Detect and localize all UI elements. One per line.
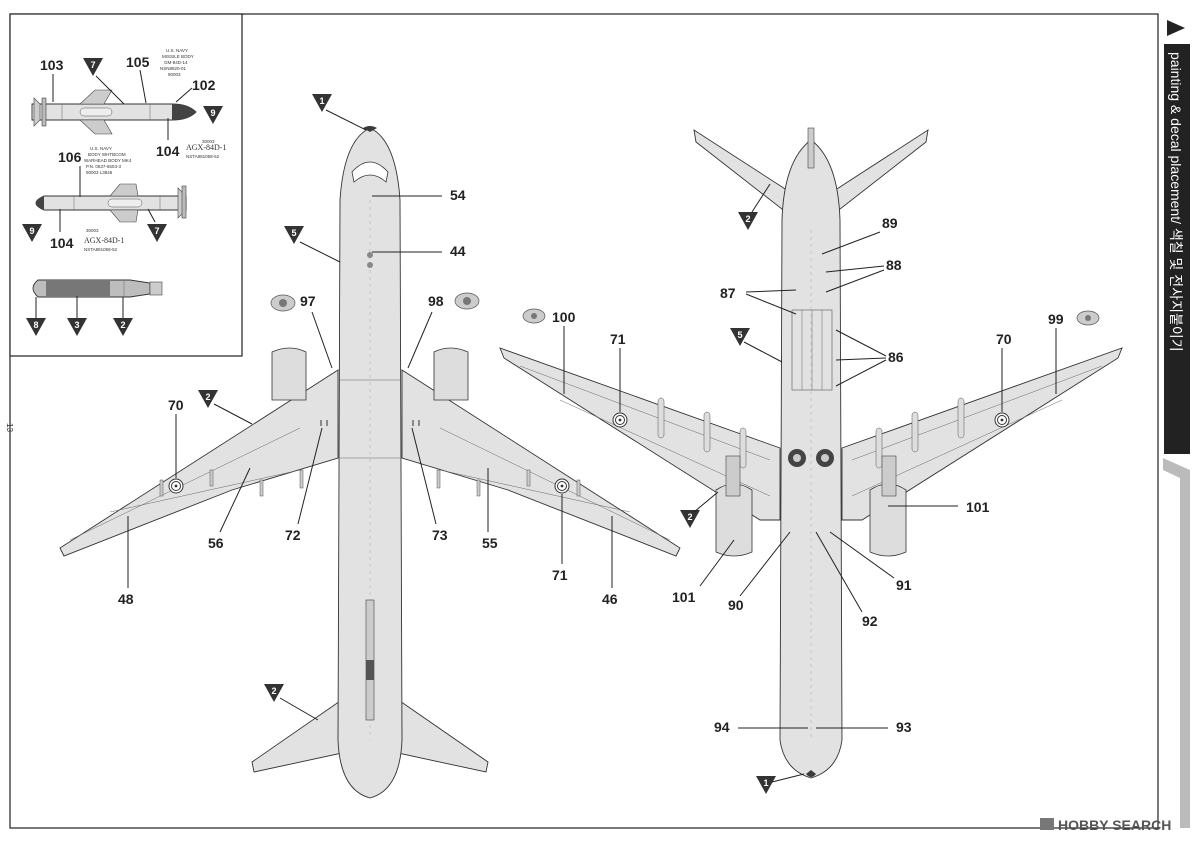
svg-text:7: 7 <box>90 60 95 70</box>
aircraft-top-view <box>59 126 681 799</box>
page-number: 13 <box>5 423 14 432</box>
callout-number: 104 <box>50 235 74 251</box>
callout-number: 93 <box>896 719 912 735</box>
callout-number: 106 <box>58 149 82 165</box>
aircraft-bottom-view <box>499 127 1123 779</box>
top-view-callouts: 54 44 97 98 70 72 73 56 55 71 48 46 1 5 … <box>118 94 618 721</box>
decal-text: 30003 <box>86 228 99 233</box>
decal-text: WARHEAD BODY MK4 <box>84 158 132 163</box>
callout-number: 100 <box>552 309 576 325</box>
svg-text:7: 7 <box>154 226 159 236</box>
missile-inset: U.S. NAVY MISSILE BODY GM-84D-14 NSN8820… <box>9 13 243 357</box>
watermark: HOBBY SEARCH <box>1040 817 1171 833</box>
decal-text: NSTA881058-52 <box>186 154 220 159</box>
decal-text: U.S. NAVY <box>166 48 188 53</box>
paint-step-marker: 5 <box>730 328 750 346</box>
svg-text:2: 2 <box>205 392 210 402</box>
paint-step-marker: 9 <box>203 106 223 124</box>
callout-number: 91 <box>896 577 912 593</box>
callout-number: 90 <box>728 597 744 613</box>
callout-number: 98 <box>428 293 444 309</box>
missile-1 <box>31 89 197 135</box>
bottom-view-callouts: 89 88 87 86 100 71 70 99 101 101 90 91 9… <box>552 183 1064 794</box>
decal-text: 30003 <box>202 139 215 144</box>
paint-step-marker: 2 <box>680 510 700 528</box>
callout-number: 73 <box>432 527 448 543</box>
callout-number: 104 <box>156 143 180 159</box>
callout-number: 101 <box>966 499 990 515</box>
callout-number: 94 <box>714 719 730 735</box>
paint-step-marker: 1 <box>312 94 332 112</box>
callout-number: 70 <box>168 397 184 413</box>
svg-text:8: 8 <box>33 320 38 330</box>
callout-number: 71 <box>552 567 568 583</box>
decal-text: NSTA881058-52 <box>84 247 118 252</box>
paint-step-marker: 2 <box>198 390 218 408</box>
svg-text:2: 2 <box>120 320 125 330</box>
svg-text:3: 3 <box>74 320 79 330</box>
callout-number: 102 <box>192 77 216 93</box>
callout-number: 54 <box>450 187 466 203</box>
side-title-bar: painting & decal placement/ 색칠 및 전사지붙이기 <box>1163 14 1190 828</box>
paint-step-marker: 3 <box>67 318 87 336</box>
callout-number: 70 <box>996 331 1012 347</box>
callout-number: 101 <box>672 589 696 605</box>
callout-number: 55 <box>482 535 498 551</box>
watermark-text: HOBBY SEARCH <box>1058 817 1171 833</box>
svg-text:1: 1 <box>763 778 768 788</box>
svg-text:5: 5 <box>291 228 296 238</box>
decal-text: P.N. 0637-6503-3 <box>86 164 121 169</box>
callout-number: 103 <box>40 57 64 73</box>
paint-step-marker: 2 <box>738 212 758 230</box>
callout-number: 97 <box>300 293 316 309</box>
callout-number: 88 <box>886 257 902 273</box>
callout-number: 86 <box>888 349 904 365</box>
decal-text: GM-84D-14 <box>164 60 188 65</box>
paint-step-marker: 2 <box>113 318 133 336</box>
decal-text: U.S. NAVY <box>90 146 112 151</box>
callout-number: 105 <box>126 54 150 70</box>
callout-number: 46 <box>602 591 618 607</box>
missile-2 <box>35 183 187 223</box>
paint-step-marker: 8 <box>26 318 46 336</box>
missile-3 <box>32 279 163 298</box>
paint-step-marker: 1 <box>756 776 776 794</box>
svg-text:2: 2 <box>687 512 692 522</box>
decal-designation: AGX-84D-1 <box>84 236 124 245</box>
paint-step-marker: 9 <box>22 224 42 242</box>
callout-number: 99 <box>1048 311 1064 327</box>
paint-step-marker: 2 <box>264 684 284 702</box>
decal-text: 90003 <box>168 72 181 77</box>
callout-number: 72 <box>285 527 301 543</box>
callout-number: 71 <box>610 331 626 347</box>
svg-text:9: 9 <box>210 108 215 118</box>
svg-text:1: 1 <box>319 96 324 106</box>
sheet-border <box>9 13 1159 829</box>
callout-number: 48 <box>118 591 134 607</box>
callout-number: 44 <box>450 243 466 259</box>
decal-text: 90003 L3846 <box>86 170 113 175</box>
svg-text:5: 5 <box>737 330 742 340</box>
callout-number: 56 <box>208 535 224 551</box>
decal-text: BODY WHTBCOM <box>88 152 126 157</box>
side-title: painting & decal placement/ 색칠 및 전사지붙이기 <box>1168 52 1184 352</box>
svg-text:2: 2 <box>745 214 750 224</box>
svg-text:9: 9 <box>29 226 34 236</box>
decal-designation: AGX-84D-1 <box>186 143 226 152</box>
decal-text: NSN8820-01 <box>160 66 187 71</box>
callout-number: 92 <box>862 613 878 629</box>
decal-text: MISSILE BODY <box>162 54 194 59</box>
callout-number: 87 <box>720 285 736 301</box>
paint-step-marker: 7 <box>147 224 167 242</box>
paint-step-marker: 5 <box>284 226 304 244</box>
svg-text:2: 2 <box>271 686 276 696</box>
callout-number: 89 <box>882 215 898 231</box>
paint-step-marker: 7 <box>83 58 103 76</box>
